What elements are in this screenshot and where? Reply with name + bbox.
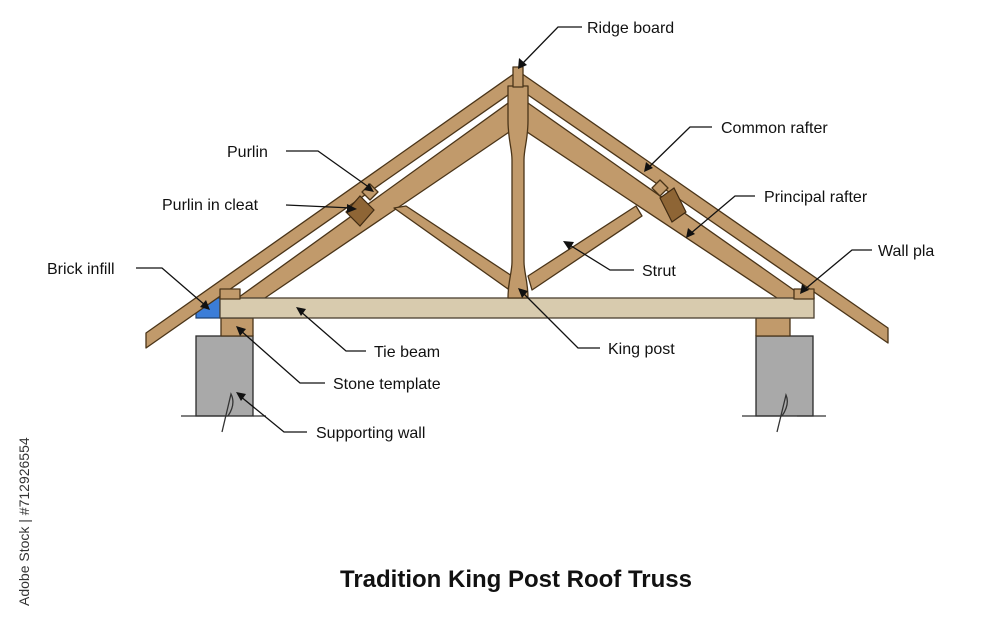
strut-leader: [567, 243, 634, 271]
purlin-in-cleat-arrow: [347, 204, 357, 213]
label-supporting-wall: Supporting wall: [316, 425, 425, 442]
king-post-arrow: [518, 288, 528, 298]
right-supporting-wall: [755, 335, 814, 417]
label-wall-plate: Wall pla: [878, 243, 934, 260]
label-ridge-board: Ridge board: [587, 20, 674, 37]
diagram-title: Tradition King Post Roof Truss: [340, 566, 692, 593]
left-wall-plate: [219, 288, 241, 300]
right-wall-break: [742, 392, 826, 433]
left-supporting-wall: [195, 335, 254, 417]
label-stone-template: Stone template: [333, 376, 441, 393]
right-purlin: [651, 179, 669, 197]
left-purlin-cleat: [345, 195, 375, 227]
label-king-post: King post: [608, 341, 675, 358]
label-tie-beam: Tie beam: [374, 344, 440, 361]
ridge-board: [512, 66, 524, 88]
labels: Ridge board Common rafter Purlin Purlin …: [47, 20, 934, 442]
supporting-walls: [181, 335, 826, 433]
left-strut: [393, 205, 513, 290]
label-strut: Strut: [642, 263, 676, 280]
right-strut: [527, 205, 643, 291]
supporting-wall-leader: [239, 395, 307, 433]
right-purlin-cleat: [659, 187, 687, 223]
brick-infill-arrow: [200, 300, 210, 310]
supporting-wall-arrow: [236, 392, 246, 401]
strut-arrow: [563, 241, 574, 250]
stone-template-leader: [239, 329, 325, 384]
side-text: Adobe Stock | #712926554: [16, 437, 32, 606]
wall-plate-leader: [803, 249, 872, 291]
label-purlin: Purlin: [227, 144, 268, 161]
common-rafter-leader: [647, 126, 712, 169]
common-rafter-arrow: [644, 162, 653, 172]
purlin-in-cleat-leader: [285, 204, 353, 209]
tie-beam-leader: [299, 310, 366, 352]
label-brick-infill: Brick infill: [47, 261, 115, 278]
label-principal-rafter: Principal rafter: [764, 189, 868, 206]
left-principal-rafter: [234, 95, 519, 301]
right-stone-template: [755, 317, 791, 337]
wall-plate-arrow: [800, 284, 809, 294]
principal-rafter-leader: [689, 195, 755, 235]
stone-template-arrow: [236, 326, 246, 336]
principal-rafter-arrow: [686, 228, 695, 238]
brick-infill-leader: [136, 267, 207, 307]
label-purlin-in-cleat: Purlin in cleat: [162, 197, 259, 214]
ridge-board-leader: [521, 26, 582, 65]
label-common-rafter: Common rafter: [721, 120, 828, 137]
king-post: [507, 85, 529, 299]
tie-beam: [219, 297, 815, 319]
purlin-leader: [286, 150, 371, 189]
purlin-arrow: [364, 183, 374, 192]
tie-beam-arrow: [296, 307, 306, 316]
leader-lines: [136, 26, 872, 433]
ridge-board-arrow: [518, 58, 527, 69]
king-post-leader: [521, 291, 600, 349]
